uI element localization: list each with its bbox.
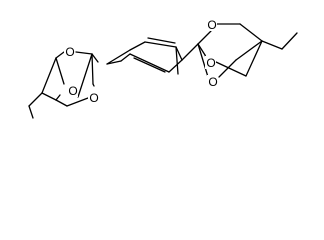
oxygen-label: O bbox=[207, 18, 216, 32]
atom-o-right-top: O bbox=[206, 18, 217, 32]
atom-o-left-bottom-a: O bbox=[67, 84, 78, 98]
right-ethyl-group bbox=[261, 32, 298, 50]
oxygen-label: O bbox=[208, 75, 217, 89]
right-bicyclic-cage bbox=[181, 23, 263, 78]
left-ethyl-group bbox=[28, 92, 43, 119]
atom-o-right-bottom-a: O bbox=[205, 56, 216, 70]
atom-o-left-top: O bbox=[64, 45, 75, 59]
oxygen-label: O bbox=[65, 45, 74, 59]
atom-o-right-bottom-b: O bbox=[207, 75, 218, 89]
atom-o-left-bottom-b: O bbox=[88, 91, 99, 105]
central-aromatic-ring bbox=[106, 37, 183, 75]
oxygen-label: O bbox=[89, 91, 98, 105]
oxygen-label: O bbox=[68, 84, 77, 98]
oxygen-label: O bbox=[206, 56, 215, 70]
structure-diagram: O O O O O O bbox=[28, 18, 298, 119]
left-bicyclic-cage bbox=[41, 51, 99, 107]
